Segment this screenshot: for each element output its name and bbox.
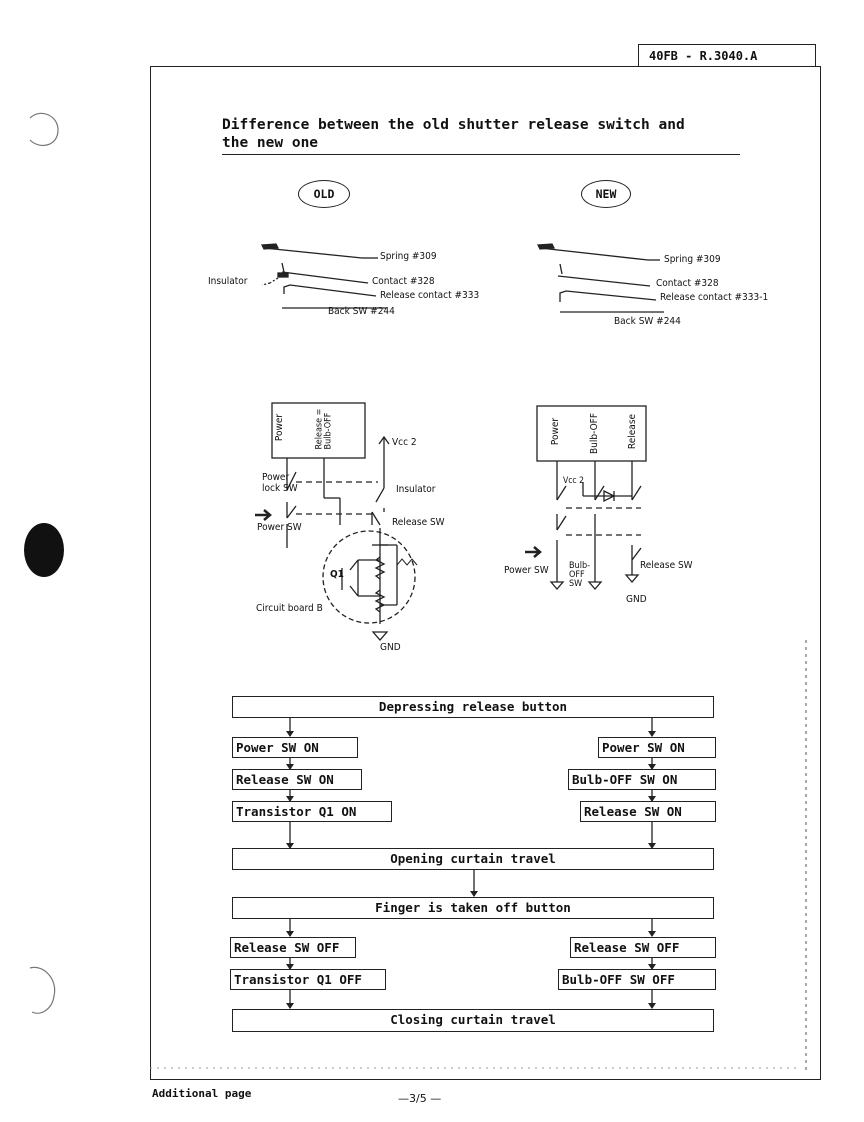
- flow-new-step-release-off: Release SW OFF: [570, 937, 716, 958]
- page-number: —3/5 —: [398, 1092, 442, 1105]
- old-power-pin-label: Power: [274, 413, 286, 442]
- flow-old-step-release: Release SW ON: [232, 769, 362, 790]
- old-vcc-label: Vcc 2: [392, 437, 417, 448]
- flow-old-step-transistor-off: Transistor Q1 OFF: [230, 969, 386, 990]
- old-back-sw-label: Back SW #244: [328, 306, 395, 317]
- flow-old-step-release-off: Release SW OFF: [230, 937, 356, 958]
- new-bulb-off-pin-label: Bulb-OFF: [589, 412, 601, 455]
- title-line-1: Difference between the old shutter relea…: [222, 117, 685, 133]
- old-insulator-label: Insulator: [208, 276, 248, 287]
- old-release-contact-label: Release contact #333: [380, 290, 480, 301]
- flow-opening-box: Opening curtain travel: [232, 848, 714, 870]
- flow-closing-box: Closing curtain travel: [232, 1009, 714, 1032]
- new-release-pin-label: Release: [627, 413, 639, 450]
- flow-old-step-transistor: Transistor Q1 ON: [232, 801, 392, 822]
- footer-additional-page: Additional page: [152, 1087, 252, 1100]
- new-back-sw-label: Back SW #244: [614, 316, 681, 327]
- flow-old-step-power: Power SW ON: [232, 737, 358, 758]
- flow-new-step-bulb-off: Bulb-OFF SW ON: [568, 769, 716, 790]
- flow-new-step-bulb-off-off: Bulb-OFF SW OFF: [558, 969, 716, 990]
- new-label: NEW: [581, 180, 631, 208]
- new-vcc-label: Vcc 2: [563, 476, 584, 486]
- old-spring-label: Spring #309: [380, 251, 437, 262]
- old-q1-label: Q1: [330, 569, 344, 580]
- title-underline: [222, 154, 740, 155]
- old-power-sw-label: Power SW: [257, 522, 302, 533]
- new-release-contact-label: Release contact #333-1: [660, 292, 769, 303]
- document-code: 40FB - R.3040.A: [638, 44, 816, 66]
- old-label: OLD: [298, 180, 350, 208]
- new-release-sw-label: Release SW: [640, 560, 693, 571]
- new-spring-label: Spring #309: [664, 254, 721, 265]
- page-frame: [150, 66, 821, 1080]
- flow-finger-box: Finger is taken off button: [232, 897, 714, 919]
- flow-new-step-release: Release SW ON: [580, 801, 716, 822]
- flow-new-step-power: Power SW ON: [598, 737, 716, 758]
- old-circuit-board-label: Circuit board B: [256, 603, 323, 614]
- new-contact-label: Contact #328: [656, 278, 719, 289]
- flow-start-box: Depressing release button: [232, 696, 714, 718]
- new-power-pin-label: Power: [550, 417, 562, 446]
- new-gnd-label: GND: [626, 594, 647, 605]
- old-release-sw-label: Release SW: [392, 517, 445, 528]
- old-gnd-label: GND: [380, 642, 401, 653]
- old-insulator-circuit-label: Insulator: [396, 484, 436, 495]
- title-line-2: the new one: [222, 135, 319, 151]
- new-bulb-off-sw-label: Bulb- OFF SW: [569, 561, 591, 589]
- new-power-sw-label: Power SW: [504, 565, 549, 576]
- old-contact-label: Contact #328: [372, 276, 435, 287]
- old-release-bulb-pin-label: Release = Bulb-OFF: [314, 408, 334, 450]
- old-power-lock-sw-label: Power lock SW: [262, 472, 298, 494]
- page-title: Difference between the old shutter relea…: [222, 116, 762, 152]
